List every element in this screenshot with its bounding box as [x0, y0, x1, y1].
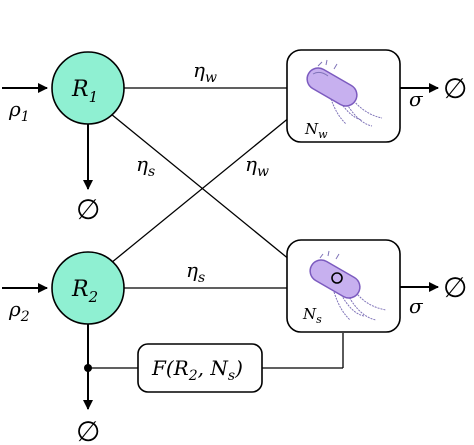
edge-r1-ns-cross — [110, 113, 291, 261]
input-label-rho1: ρ1 — [8, 97, 30, 125]
inclusion-dot — [331, 272, 343, 284]
svg-text:Nw: Nw — [304, 120, 328, 141]
feedback-box: F(R2, Ns) — [137, 343, 263, 393]
output-label-sigma-top: σ — [409, 87, 424, 111]
input-label-rho2: ρ2 — [8, 297, 30, 325]
resource-node-r1: R1 — [51, 51, 125, 125]
empty-set-bottom-right: ∅ — [443, 271, 467, 304]
edge-label-top-eta-w: ηw — [193, 58, 217, 86]
edge-label-bottom-eta-s: ηs — [186, 258, 205, 286]
svg-text:R2: R2 — [71, 277, 98, 306]
empty-set-r1: ∅ — [76, 193, 100, 226]
bacterium-icon — [306, 59, 383, 127]
resource-node-r2: R2 — [51, 251, 125, 325]
edge-r2-nw-cross — [110, 116, 291, 264]
svg-text:R1: R1 — [71, 77, 98, 106]
bacterium-icon — [309, 250, 387, 321]
output-label-sigma-bottom: σ — [409, 294, 424, 318]
svg-text:Ns: Ns — [302, 305, 322, 326]
empty-set-r2: ∅ — [76, 415, 100, 445]
population-node-ns: Ns — [286, 239, 401, 333]
population-node-nw: Nw — [286, 49, 401, 143]
edge-label-cross-eta-s: ηs — [136, 152, 155, 180]
empty-set-top-right: ∅ — [443, 72, 467, 105]
svg-text:F(R2, Ns): F(R2, Ns) — [151, 356, 243, 384]
edge-label-cross-eta-w: ηw — [245, 152, 269, 180]
